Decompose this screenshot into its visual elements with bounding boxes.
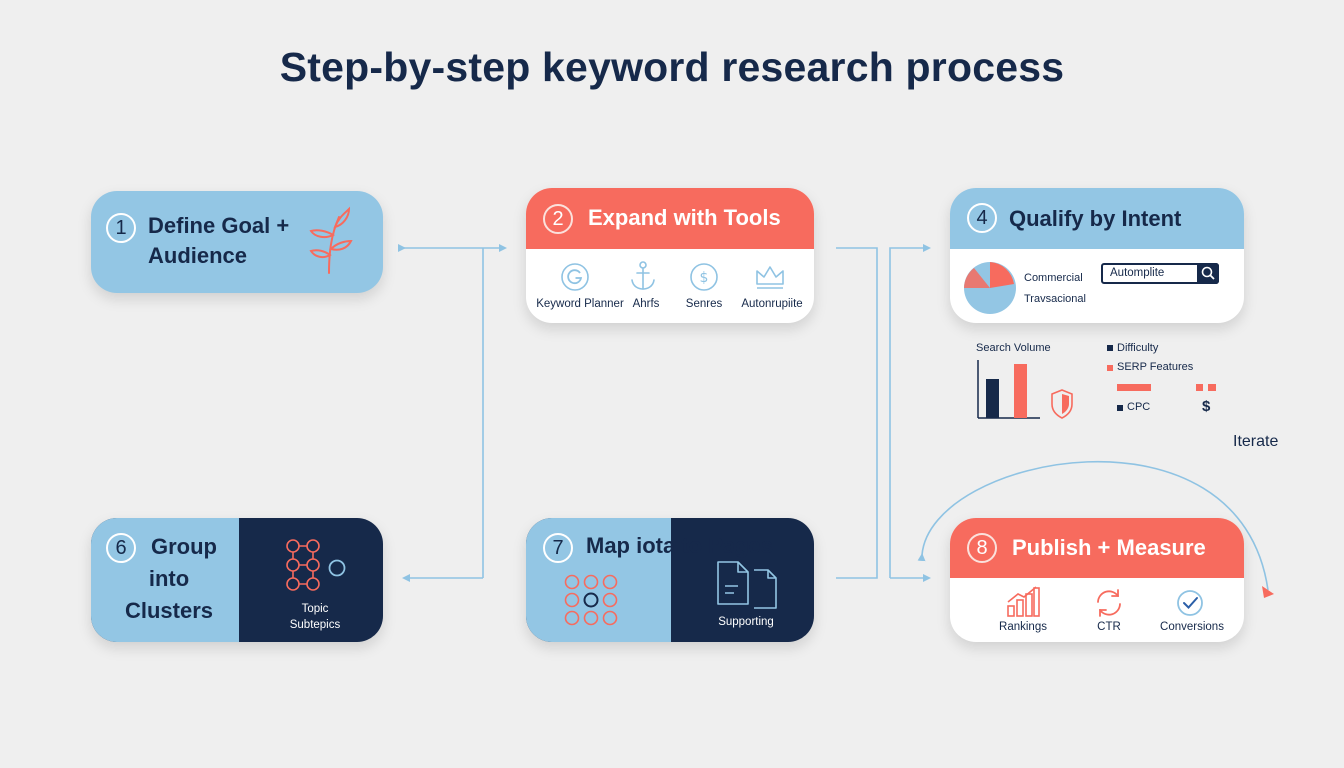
dollar-sign: $ — [1202, 398, 1211, 415]
search-volume-label: Search Volume — [976, 342, 1051, 354]
legend-cpc-swatch — [1117, 405, 1123, 411]
tool-label-autonrupiite: Autonrupiite — [741, 298, 803, 310]
intent-pie-icon — [964, 262, 1016, 314]
serp-bar-right-a — [1196, 384, 1203, 391]
step-8-number: 8 — [967, 533, 997, 563]
iterate-arrowhead — [1262, 586, 1274, 598]
supporting-label: Supporting — [718, 616, 774, 628]
intent-commercial: Commercial — [1024, 272, 1083, 284]
step-1-title-line2: Audience — [148, 243, 248, 268]
step-4-card: 4 Qualify by Intent Commercial Travsacio… — [950, 188, 1244, 323]
connector-to-step4 — [889, 244, 931, 578]
search-volume-chart — [977, 360, 1073, 419]
metric-label-rankings: Rankings — [999, 621, 1047, 633]
step-1-number: 1 — [106, 213, 136, 243]
cluster-subtopics-label: Subtepics — [289, 619, 341, 631]
step-1-title-line1: Define Goal + — [148, 213, 290, 238]
intent-transactional: Travsacional — [1024, 293, 1086, 305]
step-8-card: 8 Publish + Measure Rankings CTR Convers… — [950, 518, 1244, 642]
metric-label-ctr: CTR — [1097, 621, 1121, 633]
diagram-title: Step-by-step keyword research process — [279, 44, 1065, 90]
step-7-card: 7 Map iota to Pages Supporting — [526, 518, 814, 642]
google-g-icon — [561, 263, 589, 291]
step-2-title: Expand with Tools — [588, 205, 781, 230]
step-4-header: 4 Qualify by Intent — [950, 188, 1244, 249]
step-7-title: Map iota to Pages — [586, 533, 774, 558]
step-6-title: Group into Clusters — [113, 531, 225, 627]
legend-serp-features: SERP Features — [1117, 361, 1194, 373]
intent-search-box[interactable]: Automplite — [1101, 263, 1219, 284]
step-6-title-line2: into — [148, 566, 190, 591]
cluster-graph-icon — [286, 539, 346, 591]
legend-cpc: CPC — [1127, 401, 1151, 413]
search-button[interactable] — [1197, 263, 1219, 284]
step-8-title: Publish + Measure — [1012, 535, 1206, 560]
cluster-topic-label: Topic — [301, 603, 329, 615]
svg-text:$: $ — [700, 270, 709, 286]
documents-icon — [717, 561, 777, 609]
crown-icon — [756, 266, 784, 289]
legend-difficulty: Difficulty — [1117, 342, 1159, 354]
search-icon — [1201, 266, 1215, 280]
step-6-title-line1: Group — [151, 534, 217, 559]
tool-label-senres: Senres — [685, 298, 723, 310]
step-6-card: 6 Group into Clusters Topic Subtepics — [91, 518, 383, 642]
step-4-title: Qualify by Intent — [1009, 206, 1182, 231]
plant-icon — [309, 206, 353, 274]
step-2-number: 2 — [543, 204, 573, 234]
serp-bar — [1117, 384, 1151, 391]
legend-serp-swatch — [1107, 365, 1113, 371]
step-6-number: 6 — [106, 533, 136, 563]
step-1-title: Define Goal + Audience — [148, 211, 289, 271]
rankings-chart-icon — [1007, 586, 1040, 617]
intent-search-value: Automplite — [1110, 267, 1165, 279]
refresh-cycle-icon — [1097, 589, 1121, 617]
check-circle-icon — [1177, 590, 1203, 616]
step-8-header: 8 Publish + Measure — [950, 518, 1244, 578]
page-map-grid-icon — [564, 574, 618, 626]
step-4-number: 4 — [967, 203, 997, 233]
iterate-label: Iterate — [1233, 433, 1279, 450]
step-2-header: 2 Expand with Tools — [526, 188, 814, 249]
connector-from-step2 — [836, 247, 878, 579]
dollar-circle-icon: $ — [690, 263, 718, 291]
step-6-left-panel: 6 Group into Clusters — [91, 518, 239, 642]
tool-label-ahrfs: Ahrfs — [632, 298, 660, 310]
anchor-icon — [631, 261, 655, 290]
step-1-card: 1 Define Goal + Audience — [91, 191, 383, 293]
step-2-card: 2 Expand with Tools $ Keyword Planner Ah… — [526, 188, 814, 323]
step-6-title-line3: Clusters — [124, 598, 214, 623]
legend-difficulty-swatch — [1107, 345, 1113, 351]
tool-label-keyword-planner: Keyword Planner — [536, 298, 624, 310]
step-7-number: 7 — [543, 533, 573, 563]
metric-label-conversions: Conversions — [1160, 621, 1224, 633]
serp-bar-right-b — [1208, 384, 1216, 391]
